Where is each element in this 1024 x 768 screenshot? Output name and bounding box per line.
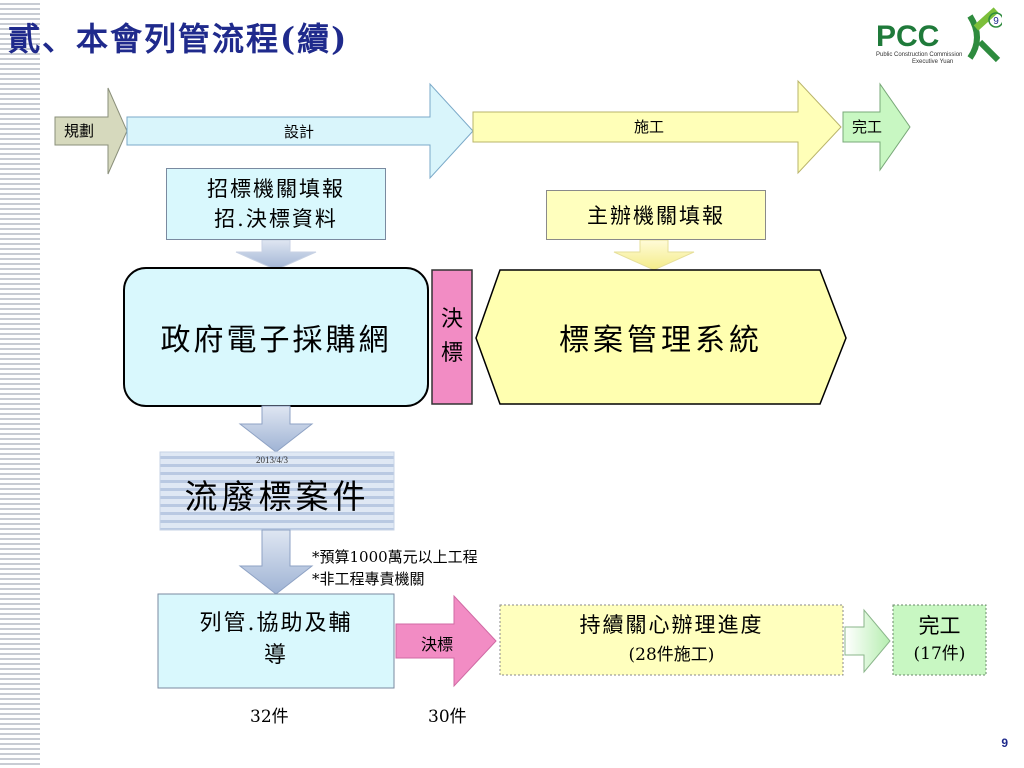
award-tab-line2: 標 <box>440 341 463 366</box>
award-arrow <box>395 594 497 688</box>
slide-title: 貳、本會列管流程(續) <box>8 20 349 58</box>
timeline-construct-label: 施工 <box>634 118 665 136</box>
pcc-logo-graphic: PCC 9 Public Construction Commission Exe… <box>876 7 1002 65</box>
award-tab-line1: 決 <box>440 307 463 332</box>
arrow-failed-to-tracked <box>238 529 314 595</box>
progress-line1: 持續關心辦理進度 <box>579 613 764 637</box>
tracked-line1: 列管.協助及輔 <box>199 611 353 636</box>
tracked-line2: 導 <box>263 643 288 668</box>
tracked-label-wrap: 列管.協助及輔 導 <box>158 600 394 680</box>
arrow-host-to-system <box>613 239 695 271</box>
timeline-complete-arrow <box>842 82 911 172</box>
timeline-design-label: 設計 <box>284 123 315 141</box>
award-arrow-label: 決標 <box>421 635 454 654</box>
timeline-construct-arrow <box>472 79 842 175</box>
gov-portal-label-wrap: 政府電子採購網 <box>124 268 428 406</box>
progress-label-wrap: 持續關心辦理進度 (28件施工) <box>500 605 843 675</box>
tracked-box <box>157 593 395 689</box>
note-agency: *非工程專責機關 <box>312 570 425 588</box>
count-awarded: 30件 <box>428 707 467 727</box>
timeline-design-arrow <box>126 82 474 180</box>
award-tab-label-wrap: 決 標 <box>432 270 472 404</box>
failed-cases-date: 2013/4/3 <box>256 455 289 465</box>
progress-line2: (28件施工) <box>628 645 715 665</box>
case-system-label: 標案管理系統 <box>559 323 763 358</box>
failed-cases-label-wrap: 流廢標案件 <box>160 462 394 526</box>
done-label-wrap: 完工 (17件) <box>893 605 986 675</box>
count-tracked: 32件 <box>250 707 289 727</box>
tender-report-box: 招標機關填報 招.決標資料 <box>166 168 386 240</box>
case-system-label-wrap: 標案管理系統 <box>476 270 846 404</box>
done-line1: 完工 <box>918 614 961 638</box>
logo-line2: Executive Yuan <box>912 59 953 65</box>
progress-box <box>499 604 844 676</box>
failed-cases-label: 流廢標案件 <box>184 477 370 516</box>
progress-to-done-arrow <box>844 608 891 674</box>
logo-pcc-text: PCC <box>876 20 939 53</box>
logo-line1: Public Construction Commission <box>876 52 962 58</box>
done-line2: (17件) <box>913 644 966 664</box>
gov-portal-label: 政府電子採購網 <box>160 323 392 358</box>
timeline-plan-arrow <box>54 87 128 175</box>
page-number: 9 <box>1001 736 1008 750</box>
host-report-box: 主辦機關填報 <box>546 190 766 240</box>
left-stripe-decoration <box>0 0 40 768</box>
note-budget: *預算1000萬元以上工程 <box>312 548 478 566</box>
award-tab-box <box>431 269 473 405</box>
tender-report-line2: 招.決標資料 <box>214 207 338 231</box>
arrow-portal-to-failed <box>238 405 314 453</box>
tender-report-line1: 招標機關填報 <box>207 177 345 201</box>
timeline-plan-label: 規劃 <box>64 122 95 140</box>
case-system-shape <box>475 269 847 405</box>
logo-badge: 9 <box>993 16 999 27</box>
timeline-complete-label: 完工 <box>852 118 883 136</box>
arrow-tender-to-portal <box>235 239 317 271</box>
pcc-logo: PCC 9 Public Construction Commission Exe… <box>872 6 1002 66</box>
done-box <box>892 604 987 676</box>
host-report-label: 主辦機關填報 <box>587 204 725 228</box>
